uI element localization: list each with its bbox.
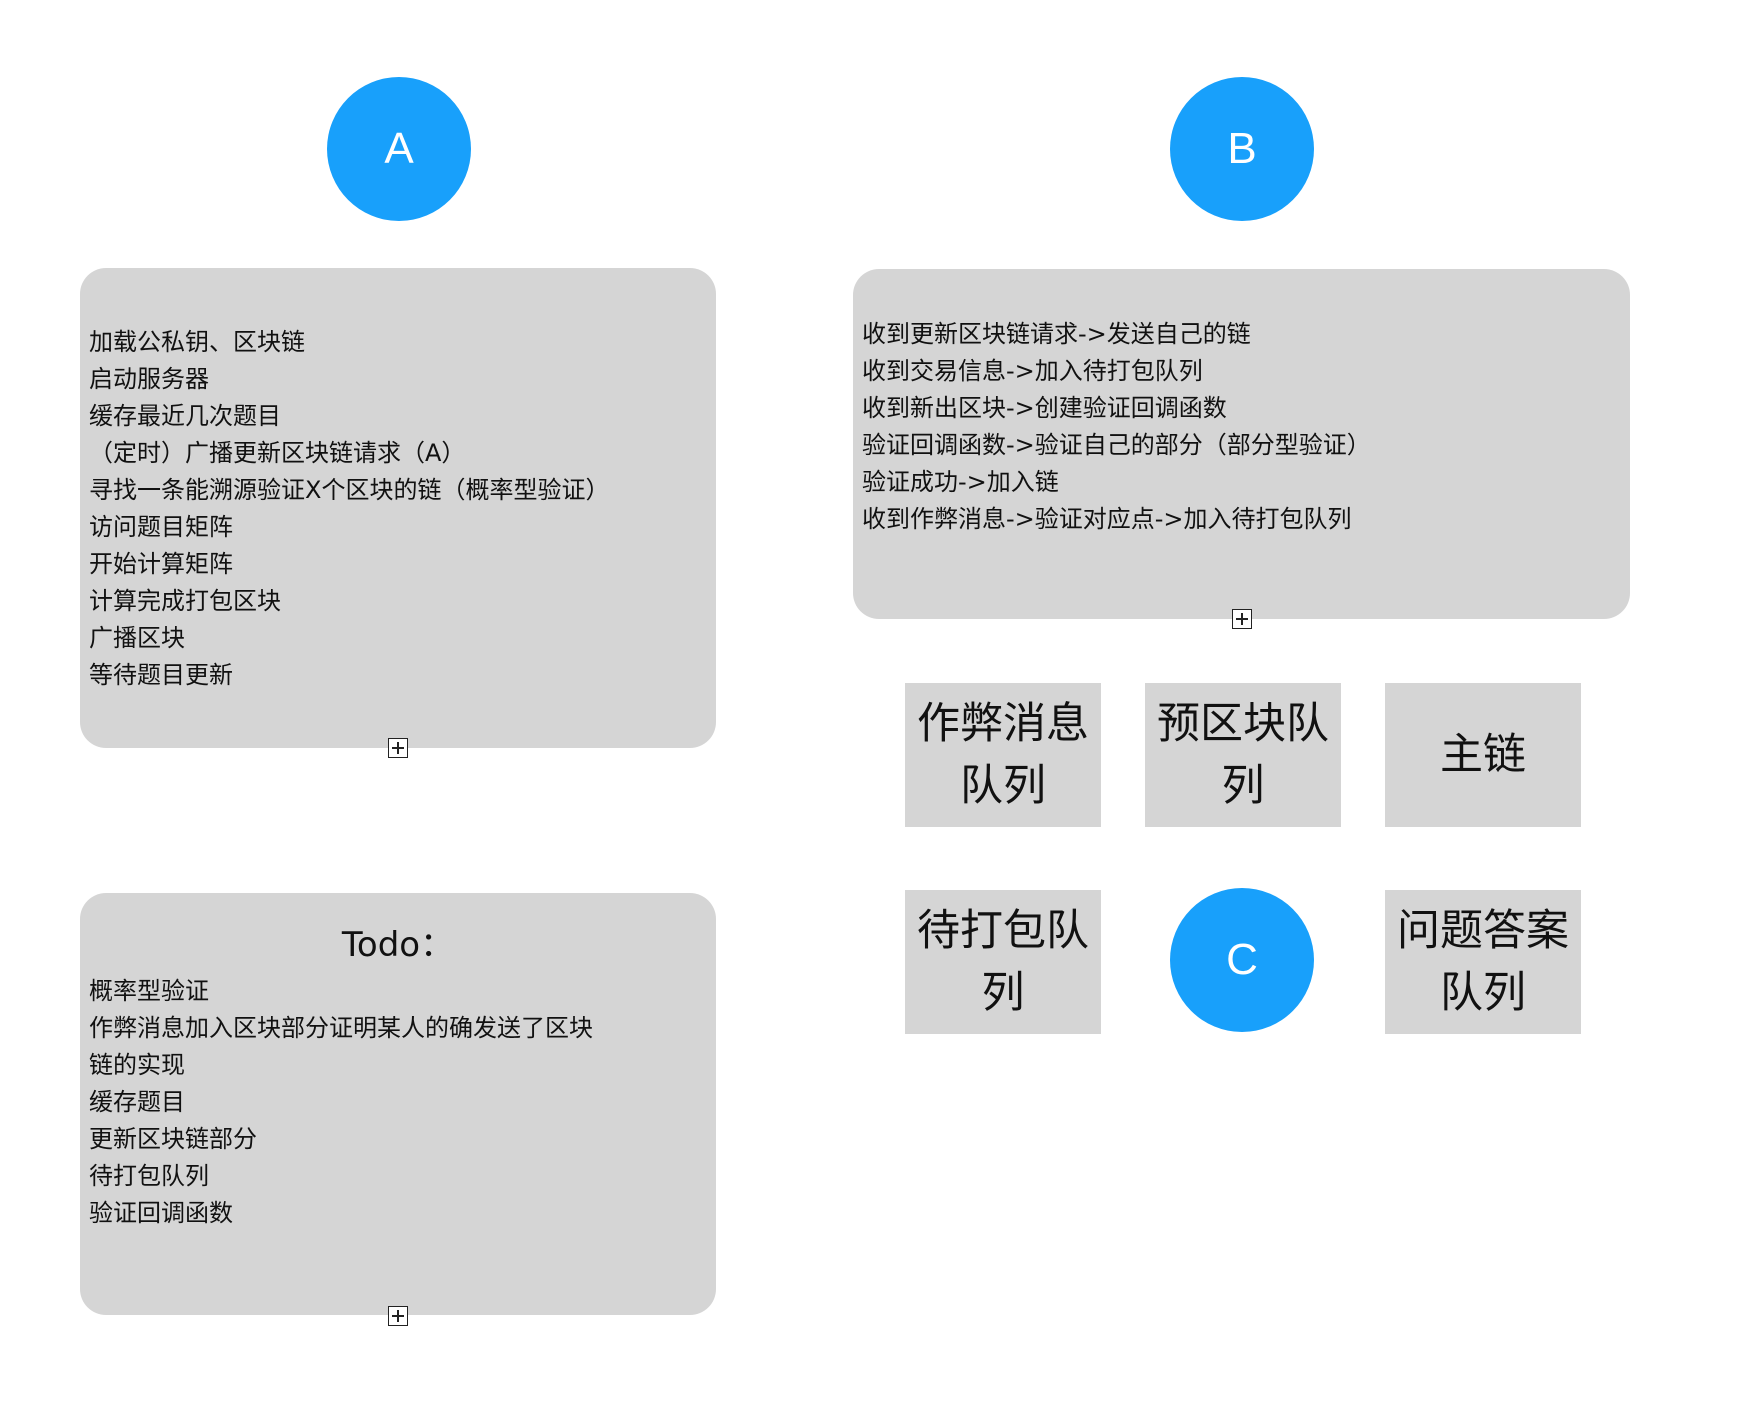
todo-box[interactable]: Todo： 概率型验证 作弊消息加入区块部分证明某人的确发送了区块 链的实现 缓… <box>80 893 716 1315</box>
main-chain-box[interactable]: 主链 <box>1385 683 1581 827</box>
node-a-tasks-box[interactable]: 加载公私钥、区块链 启动服务器 缓存最近几次题目 （定时）广播更新区块链请求（A… <box>80 268 716 748</box>
node-c-circle[interactable]: C <box>1170 888 1314 1032</box>
pre-block-queue-box[interactable]: 预区块队列 <box>1145 683 1341 827</box>
node-a-task-line: 广播区块 <box>89 624 185 652</box>
todo-line: 缓存题目 <box>89 1088 185 1116</box>
node-b-circle[interactable]: B <box>1170 77 1314 221</box>
expand-todo-box-icon[interactable] <box>388 1306 408 1326</box>
node-a-task-line: （定时）广播更新区块链请求（A） <box>89 439 466 467</box>
cheat-message-queue-label: 作弊消息队列 <box>917 699 1089 811</box>
node-a-task-line: 加载公私钥、区块链 <box>89 328 305 356</box>
node-b-handler-line: 收到更新区块链请求->发送自己的链 <box>862 320 1251 348</box>
node-a-tasks-list: 加载公私钥、区块链 启动服务器 缓存最近几次题目 （定时）广播更新区块链请求（A… <box>89 324 609 694</box>
pending-pack-queue-label: 待打包队列 <box>917 906 1089 1018</box>
todo-title: Todo： <box>341 925 455 965</box>
node-b-handler-line: 验证成功->加入链 <box>862 468 1059 496</box>
pre-block-queue-label: 预区块队列 <box>1157 699 1329 811</box>
todo-line: 更新区块链部分 <box>89 1125 257 1153</box>
node-a-task-line: 启动服务器 <box>89 365 209 393</box>
node-a-task-line: 计算完成打包区块 <box>89 587 281 615</box>
todo-line: 验证回调函数 <box>89 1199 233 1227</box>
pending-pack-queue-box[interactable]: 待打包队列 <box>905 890 1101 1034</box>
node-a-task-line: 寻找一条能溯源验证X个区块的链（概率型验证） <box>89 476 610 504</box>
todo-line: 待打包队列 <box>89 1162 209 1190</box>
answer-queue-label: 问题答案队列 <box>1397 906 1569 1018</box>
node-b-handler-line: 验证回调函数->验证自己的部分（部分型验证） <box>862 431 1371 459</box>
answer-queue-box[interactable]: 问题答案队列 <box>1385 890 1581 1034</box>
node-a-label: A <box>384 124 414 173</box>
main-chain-label: 主链 <box>1440 730 1526 780</box>
todo-line: 概率型验证 <box>89 977 209 1005</box>
node-b-handler-line: 收到作弊消息->验证对应点->加入待打包队列 <box>862 505 1352 533</box>
node-a-task-line: 等待题目更新 <box>89 661 233 689</box>
expand-box-b-icon[interactable] <box>1232 609 1252 629</box>
node-b-handlers-list: 收到更新区块链请求->发送自己的链 收到交易信息->加入待打包队列 收到新出区块… <box>862 316 1371 538</box>
node-a-task-line: 开始计算矩阵 <box>89 550 233 578</box>
node-b-label: B <box>1227 124 1257 173</box>
node-a-circle[interactable]: A <box>327 77 471 221</box>
node-b-handler-line: 收到交易信息->加入待打包队列 <box>862 357 1203 385</box>
expand-box-a-icon[interactable] <box>388 738 408 758</box>
cheat-message-queue-box[interactable]: 作弊消息队列 <box>905 683 1101 827</box>
todo-line: 链的实现 <box>89 1051 185 1079</box>
todo-list: 概率型验证 作弊消息加入区块部分证明某人的确发送了区块 链的实现 缓存题目 更新… <box>89 973 593 1232</box>
node-a-task-line: 访问题目矩阵 <box>89 513 233 541</box>
node-c-label: C <box>1226 935 1258 984</box>
node-a-task-line: 缓存最近几次题目 <box>89 402 281 430</box>
node-b-handlers-box[interactable]: 收到更新区块链请求->发送自己的链 收到交易信息->加入待打包队列 收到新出区块… <box>853 269 1630 619</box>
todo-line: 作弊消息加入区块部分证明某人的确发送了区块 <box>89 1014 593 1042</box>
node-b-handler-line: 收到新出区块->创建验证回调函数 <box>862 394 1227 422</box>
